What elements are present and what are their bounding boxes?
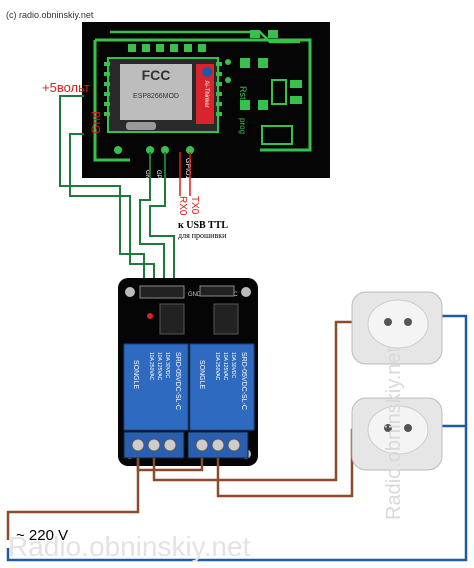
socket-1-hole — [384, 318, 392, 326]
socket-1 — [351, 291, 443, 365]
rx-label: RX0 — [177, 196, 188, 216]
tx-label: TX0 — [189, 196, 200, 215]
antenna-dot — [202, 67, 212, 77]
crystal — [126, 122, 156, 130]
gnd-label: Gnd — [89, 111, 103, 134]
module-pins — [104, 62, 222, 116]
rst-label: Rst — [238, 86, 248, 100]
optocoupler — [213, 303, 239, 335]
module-vendor-strip — [196, 64, 214, 124]
relay1-rating-2: 10A 125VAC — [156, 352, 162, 381]
chip-model-text: ESP8266MOD — [133, 93, 179, 100]
esp-shield — [120, 64, 192, 120]
top-pin-header — [128, 44, 206, 52]
socket-2-face — [367, 405, 429, 455]
terminal-screws — [131, 438, 241, 452]
plus5-label: +5вольт — [42, 80, 90, 95]
relay1-rating-3: 10A 30VDC — [164, 352, 170, 379]
relay2-rating-3: 10A 30VDC — [230, 352, 236, 379]
pin-gpio0-label: GPIO0 — [155, 170, 161, 189]
relay-2 — [189, 343, 255, 431]
prog-label: prog — [238, 118, 247, 134]
pin-gnd-label: GND — [144, 170, 150, 184]
relay1-brand: SONGLE — [132, 360, 139, 390]
uart-wires — [179, 152, 191, 196]
ac-voltage-label: ~ 220 V — [16, 527, 68, 544]
usb-ttl-sublabel: для прошивки — [178, 231, 227, 240]
pin-gpio1-label: GPIO1 — [184, 158, 191, 180]
socket-1-hole — [404, 318, 412, 326]
esp-pcb-board: FCC ESP8266MOD Ai-Thinker GND GPIO0 GPIO… — [82, 22, 330, 189]
socket-2-hole — [404, 424, 412, 432]
chip-fcc-text: FCC — [142, 67, 171, 83]
led-indicator — [147, 313, 153, 319]
relay2-rating-1: 10A 250VAC — [214, 352, 220, 381]
relay-module: GND IN1 IN2 VCC SONGLE 10A 250VAC 10A 12… — [118, 278, 258, 466]
watermark-bottom: Radio.obninskiy.net — [8, 531, 251, 562]
signal-wires — [59, 95, 175, 290]
source-label: (c) radio.obninskiy.net — [6, 10, 94, 20]
watermark-side: Radio.obninskiy.net — [383, 346, 405, 520]
pcb-trace-top — [110, 30, 300, 44]
socket-2-hole — [384, 424, 392, 432]
module-vendor-text: Ai-Thinker — [203, 80, 209, 107]
socket-2 — [351, 397, 443, 471]
bottom-pin-header — [114, 146, 194, 154]
jumper-header — [199, 285, 235, 297]
relay2-rating-2: 10A 125VAC — [222, 352, 228, 381]
mount-hole — [125, 287, 135, 297]
relay2-model: SRD-05VDC-SL-C — [240, 352, 247, 410]
right-components — [225, 30, 302, 145]
usb-ttl-label: к USB TTL — [178, 220, 228, 231]
socket-1-face — [367, 299, 429, 349]
relay2-brand: SONGLE — [198, 360, 205, 390]
relay1-rating-1: 10A 250VAC — [148, 352, 154, 381]
input-header — [139, 285, 185, 299]
pcb-trace-outer — [93, 38, 312, 162]
relay1-model: SRD-05VDC-SL-C — [174, 352, 181, 410]
relay-1 — [123, 343, 189, 431]
optocoupler — [159, 303, 185, 335]
mount-hole — [241, 287, 251, 297]
